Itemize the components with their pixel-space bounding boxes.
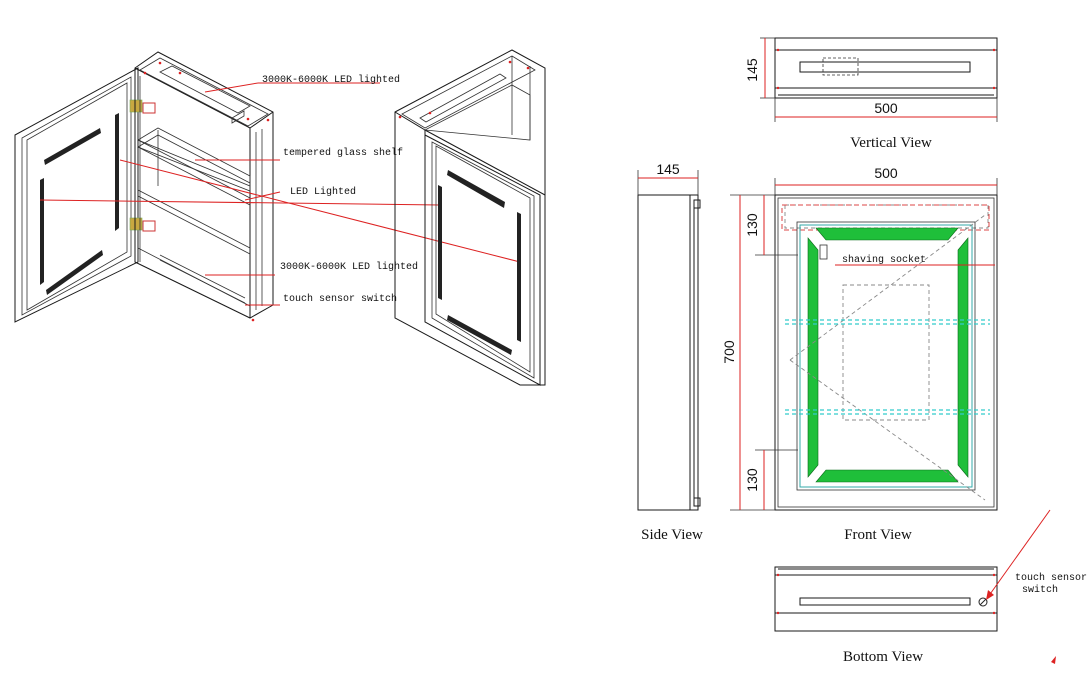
label-led-bottom: 3000K-6000K LED lighted [280,261,418,273]
iso-cabinet-open [14,51,521,323]
title-bottom-view: Bottom View [843,649,923,665]
bottom-view-drawing [774,509,1056,664]
label-touch-sensor-line1: touch sensor [1015,572,1087,584]
dim-front-width: 500 [874,165,898,181]
title-front-view: Front View [844,527,912,543]
vertical-view-drawing [760,37,998,122]
title-vertical-view: Vertical View [850,135,932,151]
iso-cabinet-closed [394,49,546,386]
label-touch-switch: touch sensor switch [283,293,397,305]
side-view-drawing [637,170,701,511]
dim-front-height: 700 [721,340,737,364]
dim-front-top-margin: 130 [744,213,760,237]
dim-vertical-depth: 145 [744,58,760,82]
title-side-view: Side View [641,527,703,543]
label-led-lighted: LED Lighted [290,186,356,198]
label-led-top: 3000K-6000K LED lighted [262,74,400,86]
dim-side-depth: 145 [656,161,680,177]
label-glass-shelf: tempered glass shelf [283,147,403,159]
label-touch-sensor-line2: switch [1022,584,1058,596]
front-view-drawing [730,178,998,511]
label-shaving-socket: shaving socket [842,254,926,266]
dim-front-bottom-margin: 130 [744,468,760,492]
dim-vertical-width: 500 [874,100,898,116]
